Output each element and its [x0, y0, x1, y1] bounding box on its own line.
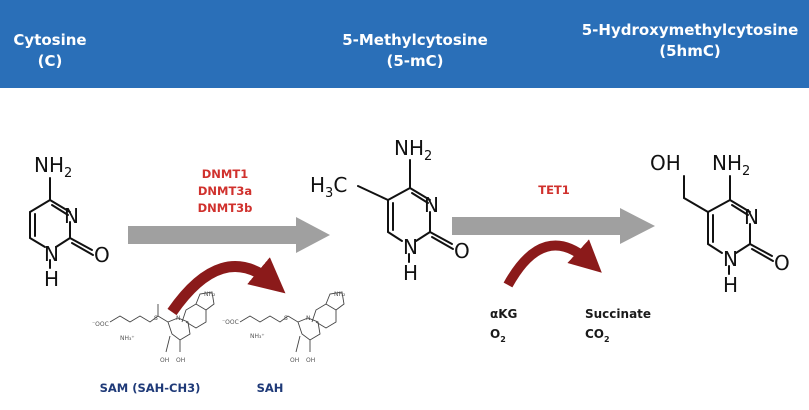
- hmc-n1-label: N: [723, 247, 738, 271]
- sah-structure: ⁻OOC NH₃⁺ S NH₂ N OH OH: [222, 291, 346, 364]
- cytosine-ring-bond: [29, 199, 51, 213]
- hmc-ch2-bond: [683, 197, 709, 213]
- methylation-arrow-shaft: [128, 226, 298, 244]
- sam-to-sah-curved-arrow: [167, 257, 286, 316]
- hmc-ring-bond: [707, 243, 723, 254]
- mc-o-label: O: [454, 239, 470, 263]
- sam-amine-label: NH₃⁺: [120, 335, 135, 342]
- enzyme-dnmt3b: DNMT3b: [198, 201, 253, 215]
- product-succinate-label: Succinate: [585, 307, 651, 321]
- hmc-oh-label: OH: [650, 151, 681, 175]
- methylcytosine-structure: NH2 H3C N N O H: [310, 136, 470, 285]
- cytosine-structure: NH2 N N O H: [29, 153, 110, 291]
- sam-oh-label-2: OH: [160, 357, 169, 364]
- hmc-n3-label: N: [744, 205, 759, 229]
- sam-sulfur-label: S: [154, 315, 158, 322]
- sah-sulfur-label: S: [284, 315, 288, 322]
- sah-imidazole-ring: [325, 291, 345, 311]
- sam-oh-label: OH: [176, 357, 185, 364]
- cytosine-ring-bond: [29, 237, 46, 248]
- sah-amine-label: NH₃⁺: [250, 333, 265, 340]
- sah-ribose-ring: [287, 315, 321, 341]
- header-cytosine-abbr: (C): [37, 52, 63, 70]
- sam-structure: ⁻OOC NH₃⁺ S NH₂ N OH OH: [92, 291, 216, 364]
- methylation-arrow-head: [296, 217, 330, 253]
- mc-carbonyl-bond: [429, 231, 453, 245]
- header-5mc: 5-Methylcytosine (5-mC): [320, 30, 510, 72]
- header-banner: [0, 0, 809, 88]
- cytosine-carbonyl-double-bond: [71, 242, 94, 256]
- akg-to-succinate-curved-arrow: [503, 239, 602, 288]
- mc-n3-label: N: [424, 193, 439, 217]
- cytosine-ring-bond: [49, 199, 71, 213]
- header-cytosine-name: Cytosine: [13, 31, 87, 49]
- cytosine-h-label: H: [44, 267, 59, 291]
- sah-oh-label: OH: [306, 357, 315, 364]
- sah-label: SAH: [257, 381, 284, 395]
- hmc-h-label: H: [723, 273, 738, 297]
- header-5mc-abbr: (5-mC): [386, 52, 444, 70]
- enzyme-tet1: TET1: [538, 183, 570, 197]
- sah-chain: [239, 315, 289, 323]
- mc-h3c-label: H3C: [310, 173, 347, 201]
- mc-h-label: H: [403, 261, 418, 285]
- sah-oh-label-2: OH: [290, 357, 299, 364]
- hydroxylation-arrow: [452, 208, 655, 244]
- sah-n-label: N: [306, 315, 311, 322]
- cytosine-n1-label: N: [44, 242, 59, 266]
- hydroxymethylcytosine-structure: OH NH2 N N O H: [650, 151, 790, 297]
- cytosine-o-label: O: [94, 243, 110, 267]
- cofactor-akg-label: αKG: [490, 307, 517, 321]
- mc-ring-bond: [409, 187, 431, 201]
- sah-oh-bond: [295, 335, 301, 353]
- sah-carboxylate-label: ⁻OOC: [222, 319, 239, 326]
- sam-label: SAM (SAH-CH3): [100, 381, 201, 395]
- mc-n1-label: N: [403, 235, 418, 259]
- cytosine-n3-label: N: [64, 204, 79, 228]
- mc-methyl-bond: [357, 185, 389, 201]
- header-5mc-name: 5-Methylcytosine: [342, 31, 488, 49]
- cytosine-ring-double-bond: [51, 204, 69, 216]
- mc-ring-double-bond: [411, 192, 429, 204]
- sam-oh-bond: [165, 335, 171, 353]
- hmc-ring-bond: [735, 243, 751, 254]
- methylation-arrow: [128, 217, 330, 253]
- hmc-carbonyl-double-bond: [751, 248, 774, 262]
- sam-ribose-ring: [157, 315, 191, 341]
- mc-ring-bond: [387, 187, 411, 201]
- sam-carboxylate-label: ⁻OOC: [92, 321, 109, 328]
- product-co2-label: CO2: [585, 327, 610, 344]
- cofactor-o2-label: O2: [490, 327, 506, 344]
- cytosine-nh2-label: NH2: [34, 153, 72, 181]
- hmc-ring-double-bond: [731, 204, 749, 216]
- mc-nh2-label: NH2: [394, 136, 432, 164]
- mc-ring-bond: [415, 231, 431, 242]
- enzyme-dnmt3a: DNMT3a: [198, 184, 252, 198]
- cytosine-carbonyl-bond: [69, 237, 93, 251]
- hmc-nh2-label: NH2: [712, 151, 750, 179]
- mc-carbonyl-double-bond: [431, 236, 454, 250]
- sah-nh2-label: NH₂: [334, 291, 346, 298]
- mc-ring-bond: [387, 231, 403, 242]
- sam-purine-ring: [181, 303, 207, 329]
- cytosine-ring-bond: [55, 237, 71, 248]
- sam-n-label: N: [176, 315, 181, 322]
- sam-imidazole-ring: [195, 291, 215, 311]
- hydroxylation-arrow-head: [620, 208, 655, 244]
- header-cytosine: Cytosine (C): [10, 30, 90, 72]
- hmc-carbonyl-bond: [749, 243, 773, 257]
- sah-purine-ring: [311, 303, 337, 329]
- sam-chain: [109, 315, 159, 323]
- enzyme-dnmt1: DNMT1: [202, 167, 248, 181]
- sam-nh2-label: NH₂: [204, 291, 216, 298]
- hmc-o-label: O: [774, 251, 790, 275]
- hmc-ring-bond: [729, 199, 751, 213]
- header-5hmc-abbr: (5hmC): [659, 42, 721, 60]
- hmc-ring-bond: [707, 199, 731, 213]
- header-5hmc: 5-Hydroxymethylcytosine (5hmC): [575, 20, 805, 62]
- header-5hmc-name: 5-Hydroxymethylcytosine: [581, 21, 799, 39]
- hydroxylation-arrow-shaft: [452, 217, 622, 235]
